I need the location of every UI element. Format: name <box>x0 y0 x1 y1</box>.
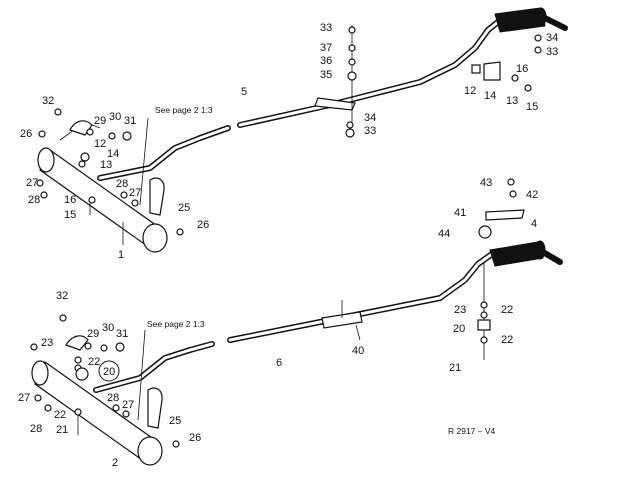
part-label: 16 <box>516 63 528 75</box>
part-label: 25 <box>169 415 181 427</box>
part-label: 22 <box>88 356 100 368</box>
part-label: 29 <box>87 328 99 340</box>
connecting-pipe-top <box>97 125 231 181</box>
part-label: 28 <box>30 423 42 435</box>
part-label: 34 <box>364 112 376 124</box>
part-label: 35 <box>320 69 332 81</box>
small-parts-bottom-front <box>30 314 180 448</box>
hanger-bottom-right <box>477 262 491 360</box>
part-label: 34 <box>546 32 558 44</box>
part-label: 22 <box>54 409 66 421</box>
part-label: 42 <box>526 189 538 201</box>
small-parts-top-front <box>36 108 184 236</box>
part-label: 15 <box>526 101 538 113</box>
part-label: 4 <box>531 218 537 230</box>
part-label: 27 <box>26 177 38 189</box>
leader-lines-top <box>122 117 149 245</box>
part-label: 43 <box>480 177 492 189</box>
part-label: 2 <box>112 457 118 469</box>
connecting-pipe-bottom <box>93 341 215 393</box>
part-label: 26 <box>20 128 32 140</box>
part-label: 22 <box>501 304 513 316</box>
see-page-note-bottom: See page 2 1:3 <box>147 319 205 329</box>
part-label: 21 <box>56 424 68 436</box>
rear-muffler-top <box>494 7 568 33</box>
part-label: 30 <box>102 322 114 334</box>
part-label: 22 <box>501 334 513 346</box>
part-label: 33 <box>320 22 332 34</box>
part-label: 21 <box>449 362 461 374</box>
part-label: 20 <box>103 366 115 378</box>
rear-clamp-top <box>471 34 542 92</box>
part-label: 13 <box>506 95 518 107</box>
part-label: 32 <box>42 95 54 107</box>
part-label: 23 <box>41 337 53 349</box>
part-label: 37 <box>320 42 332 54</box>
see-page-note-top: See page 2 1:3 <box>155 105 213 115</box>
part-label: 15 <box>64 209 76 221</box>
part-label: 1 <box>118 249 124 261</box>
part-label: 26 <box>197 219 209 231</box>
part-label: 12 <box>464 85 476 97</box>
part-label: 31 <box>124 115 136 127</box>
part-label: 27 <box>122 399 134 411</box>
part-label: 13 <box>100 159 112 171</box>
part-label: 20 <box>453 323 465 335</box>
part-label: 32 <box>56 290 68 302</box>
exhaust-pipe-6 <box>227 251 495 343</box>
part-label: 31 <box>116 328 128 340</box>
part-label: 40 <box>352 345 364 357</box>
part-label: 28 <box>107 392 119 404</box>
front-muffler-2 <box>31 335 163 466</box>
part-label: 36 <box>320 55 332 67</box>
part-label: 33 <box>546 46 558 58</box>
rear-muffler-4 <box>478 178 563 267</box>
leader-lines-bottom <box>137 329 146 421</box>
part-label: 16 <box>64 194 76 206</box>
part-label: 41 <box>454 207 466 219</box>
part-label: 28 <box>116 178 128 190</box>
hanger-bracket-top <box>314 25 357 138</box>
part-label: 33 <box>364 125 376 137</box>
part-label: 5 <box>241 86 247 98</box>
part-label: 27 <box>129 187 141 199</box>
part-label: 12 <box>94 138 106 150</box>
part-label: 29 <box>94 115 106 127</box>
circled-callout-20 <box>98 360 120 382</box>
part-label: 27 <box>18 392 30 404</box>
part-label: 30 <box>109 111 121 123</box>
part-label: 25 <box>178 202 190 214</box>
part-label: 6 <box>276 357 282 369</box>
part-label: 14 <box>107 148 119 160</box>
exhaust-pipe-5 <box>237 19 501 128</box>
part-label: 26 <box>189 432 201 444</box>
part-label: 44 <box>438 228 450 240</box>
part-label: 14 <box>484 90 496 102</box>
hanger-40 <box>321 300 363 341</box>
part-label: 28 <box>28 194 40 206</box>
part-label: 23 <box>454 304 466 316</box>
drawing-reference: R 2917 – V4 <box>448 426 496 436</box>
